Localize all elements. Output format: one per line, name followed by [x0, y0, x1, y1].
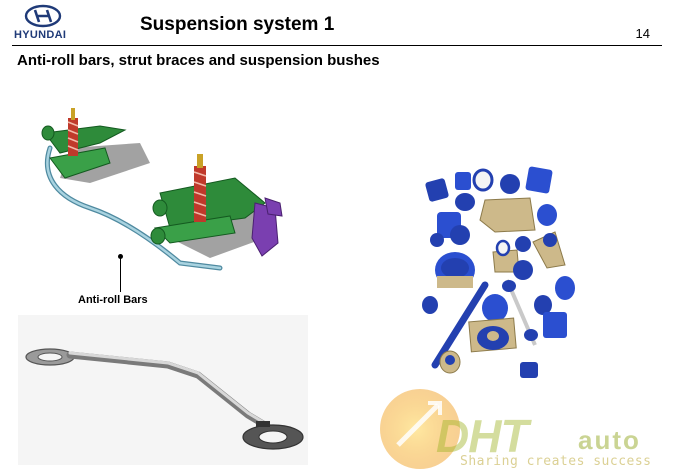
header-divider [12, 45, 662, 46]
hyundai-logo-icon [24, 4, 62, 28]
brand-text: HYUNDAI [14, 29, 67, 41]
watermark-tagline: Sharing creates success [460, 454, 652, 469]
leader-line [120, 256, 121, 292]
strut-brace-illustration [18, 315, 308, 465]
suspension-illustration [41, 108, 283, 271]
sun-logo-icon [380, 389, 460, 469]
section-subtitle: Anti-roll bars, strut braces and suspens… [17, 52, 380, 69]
suspension-bushes-illustration [422, 166, 575, 378]
watermark-auto: auto [578, 425, 641, 455]
anti-roll-bars-label: Anti-roll Bars [78, 294, 148, 306]
page-title: Suspension system 1 [140, 14, 335, 35]
watermark: DHT auto Sharing creates success [378, 385, 678, 473]
page-number: 14 [635, 26, 650, 41]
hyundai-logo: HYUNDAI [14, 4, 76, 46]
watermark-brand: DHT [436, 410, 529, 462]
